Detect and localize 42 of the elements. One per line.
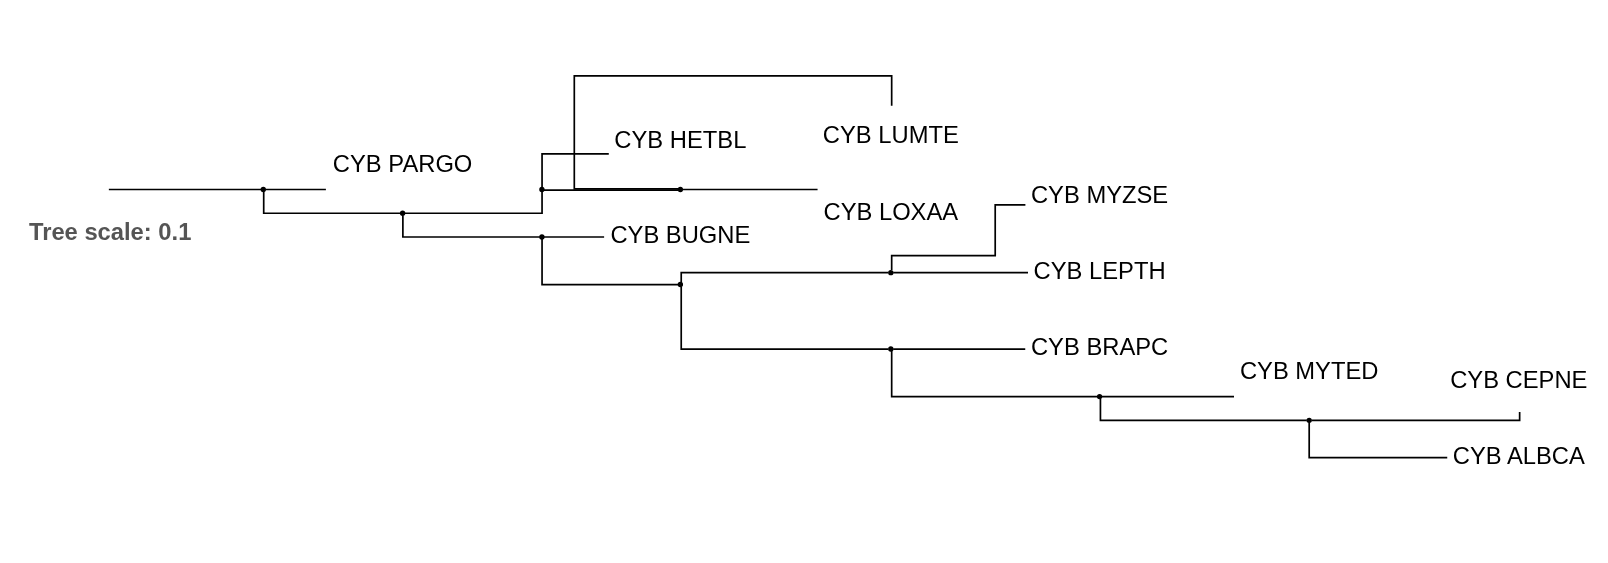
- node-point: [888, 345, 894, 352]
- connector: [402, 214, 541, 238]
- connector: [1101, 395, 1235, 397]
- connector: [264, 188, 327, 190]
- connector: [680, 271, 890, 284]
- node-text: CYB PARGO: [332, 149, 473, 177]
- label: Tree scale: 0.1: [28, 217, 192, 245]
- node-point: [539, 186, 545, 192]
- connector: [262, 190, 402, 214]
- connector: [541, 237, 680, 285]
- node-point: [260, 186, 266, 192]
- node-text: CYB LEPTH: [1033, 256, 1166, 284]
- connector: [890, 203, 1027, 271]
- connector: [543, 235, 605, 238]
- node-point: [1306, 417, 1312, 423]
- node-text: CYB MYZSE: [1030, 180, 1169, 208]
- node-point: [888, 269, 894, 275]
- connector: [680, 285, 890, 350]
- connector: [892, 347, 1027, 350]
- connector: [541, 152, 610, 188]
- connector: [892, 271, 1029, 274]
- node-text: CYB CEPNE: [1450, 365, 1588, 393]
- node-text: CYB BRAPC: [1030, 332, 1169, 360]
- connector: [681, 188, 819, 190]
- connector: [108, 188, 263, 190]
- node-point: [677, 281, 684, 287]
- node-text: CYB LOXAA: [823, 197, 959, 225]
- node-point: [677, 186, 684, 192]
- connector: [890, 349, 1099, 397]
- node-text: CYB BUGNE: [610, 220, 751, 248]
- node-text: CYB ALBCA: [1452, 441, 1585, 469]
- node-text: CYB MYTED: [1239, 356, 1379, 384]
- node-text: CYB HETBL: [614, 125, 747, 153]
- node-point: [539, 233, 545, 240]
- node-point: [1096, 393, 1103, 399]
- connector: [543, 188, 680, 191]
- node-point: [399, 210, 406, 216]
- connector: [1099, 397, 1308, 421]
- connector: [403, 190, 543, 214]
- connector: [573, 74, 893, 190]
- connector: [1308, 420, 1449, 458]
- node-text: CYB LUMTE: [822, 120, 959, 148]
